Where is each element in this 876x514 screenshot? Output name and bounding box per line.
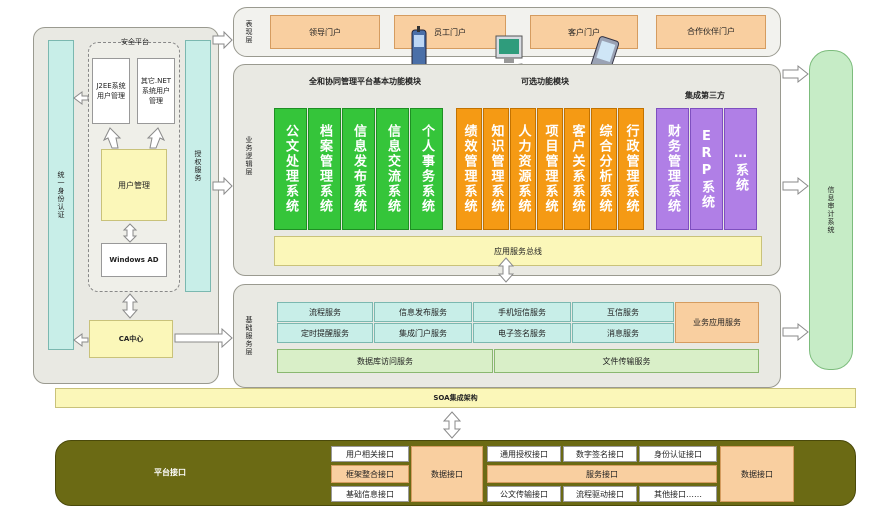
service-interface: 服务接口 <box>487 465 717 483</box>
interface-cell: 基础信息接口 <box>331 486 409 502</box>
core-module: 信息交流系统 <box>376 108 409 230</box>
optional-module: 人力资源系统 <box>510 108 536 230</box>
authorization-service: 授权服务 <box>185 40 211 292</box>
business-app-service: 业务应用服务 <box>675 302 759 343</box>
interface-cell: 身份认证接口 <box>639 446 717 462</box>
portal-leader: 领导门户 <box>270 15 380 49</box>
info-audit-system: 信息审计系统 <box>809 50 853 370</box>
business-logic-label: 业务逻辑层 <box>245 136 253 176</box>
interface-cell: 框架整合接口 <box>331 465 409 483</box>
file-transfer-service: 文件传输服务 <box>494 349 759 373</box>
interface-cell: 流程驱动接口 <box>563 486 637 502</box>
portal-partner: 合作伙伴门户 <box>656 15 766 49</box>
platform-interface-label: 平台接口 <box>154 467 186 477</box>
optional-module: 行政管理系统 <box>618 108 644 230</box>
service-cell: 集成门户服务 <box>374 323 472 343</box>
optional-modules-title: 可选功能模块 <box>521 76 569 86</box>
third-party-module: …系统 <box>724 108 757 230</box>
interface-cell: 公文传输接口 <box>487 486 561 502</box>
service-cell: 流程服务 <box>277 302 373 322</box>
interface-cell: 用户相关接口 <box>331 446 409 462</box>
presentation-layer-label: 表现层 <box>245 20 253 44</box>
core-module: 信息发布系统 <box>342 108 375 230</box>
optional-module: 综合分析系统 <box>591 108 617 230</box>
arrow-right-icon <box>782 322 809 342</box>
database-access-service: 数据库访问服务 <box>277 349 493 373</box>
windows-ad-box: Windows AD <box>101 243 167 277</box>
service-cell: 信息发布服务 <box>374 302 472 322</box>
core-modules-title: 全和协同管理平台基本功能模块 <box>309 76 421 86</box>
double-arrow-vertical-icon <box>442 411 462 439</box>
service-cell: 电子签名服务 <box>473 323 571 343</box>
application-service-bus: 应用服务总线 <box>274 236 762 266</box>
service-cell: 消息服务 <box>572 323 674 343</box>
ca-center-box: CA中心 <box>89 320 173 358</box>
service-cell: 定时提醒服务 <box>277 323 373 343</box>
data-interface-left: 数据接口 <box>411 446 483 502</box>
arrow-right-icon <box>782 64 809 84</box>
arrow-right-icon <box>782 176 809 196</box>
optional-module: 客户关系系统 <box>564 108 590 230</box>
unified-identity-auth: 统一身份认证 <box>48 40 74 350</box>
third-party-title: 集成第三方 <box>685 90 725 100</box>
core-module: 个人事务系统 <box>410 108 443 230</box>
interface-cell: 其他接口…… <box>639 486 717 502</box>
basic-services-label: 基础服务层 <box>245 316 253 356</box>
interface-cell: 数字签名接口 <box>563 446 637 462</box>
core-module: 档案管理系统 <box>308 108 341 230</box>
net-user-mgmt: 其它.NET系统用户管理 <box>137 58 175 124</box>
interface-cell: 通用授权接口 <box>487 446 561 462</box>
optional-module: 知识管理系统 <box>483 108 509 230</box>
third-party-module: 财务管理系统 <box>656 108 689 230</box>
portal-customer: 客户门户 <box>530 15 638 49</box>
data-interface-right: 数据接口 <box>720 446 794 502</box>
optional-module: 项目管理系统 <box>537 108 563 230</box>
soa-integration-bar: SOA集成架构 <box>55 388 856 408</box>
user-management-box: 用户管理 <box>101 149 167 221</box>
service-cell: 手机短信服务 <box>473 302 571 322</box>
service-cell: 互信服务 <box>572 302 674 322</box>
core-module: 公文处理系统 <box>274 108 307 230</box>
third-party-module: ERP系统 <box>690 108 723 230</box>
j2ee-user-mgmt: J2EE系统用户管理 <box>92 58 130 124</box>
optional-module: 绩效管理系统 <box>456 108 482 230</box>
security-platform-title: 安全平台 <box>121 38 149 46</box>
